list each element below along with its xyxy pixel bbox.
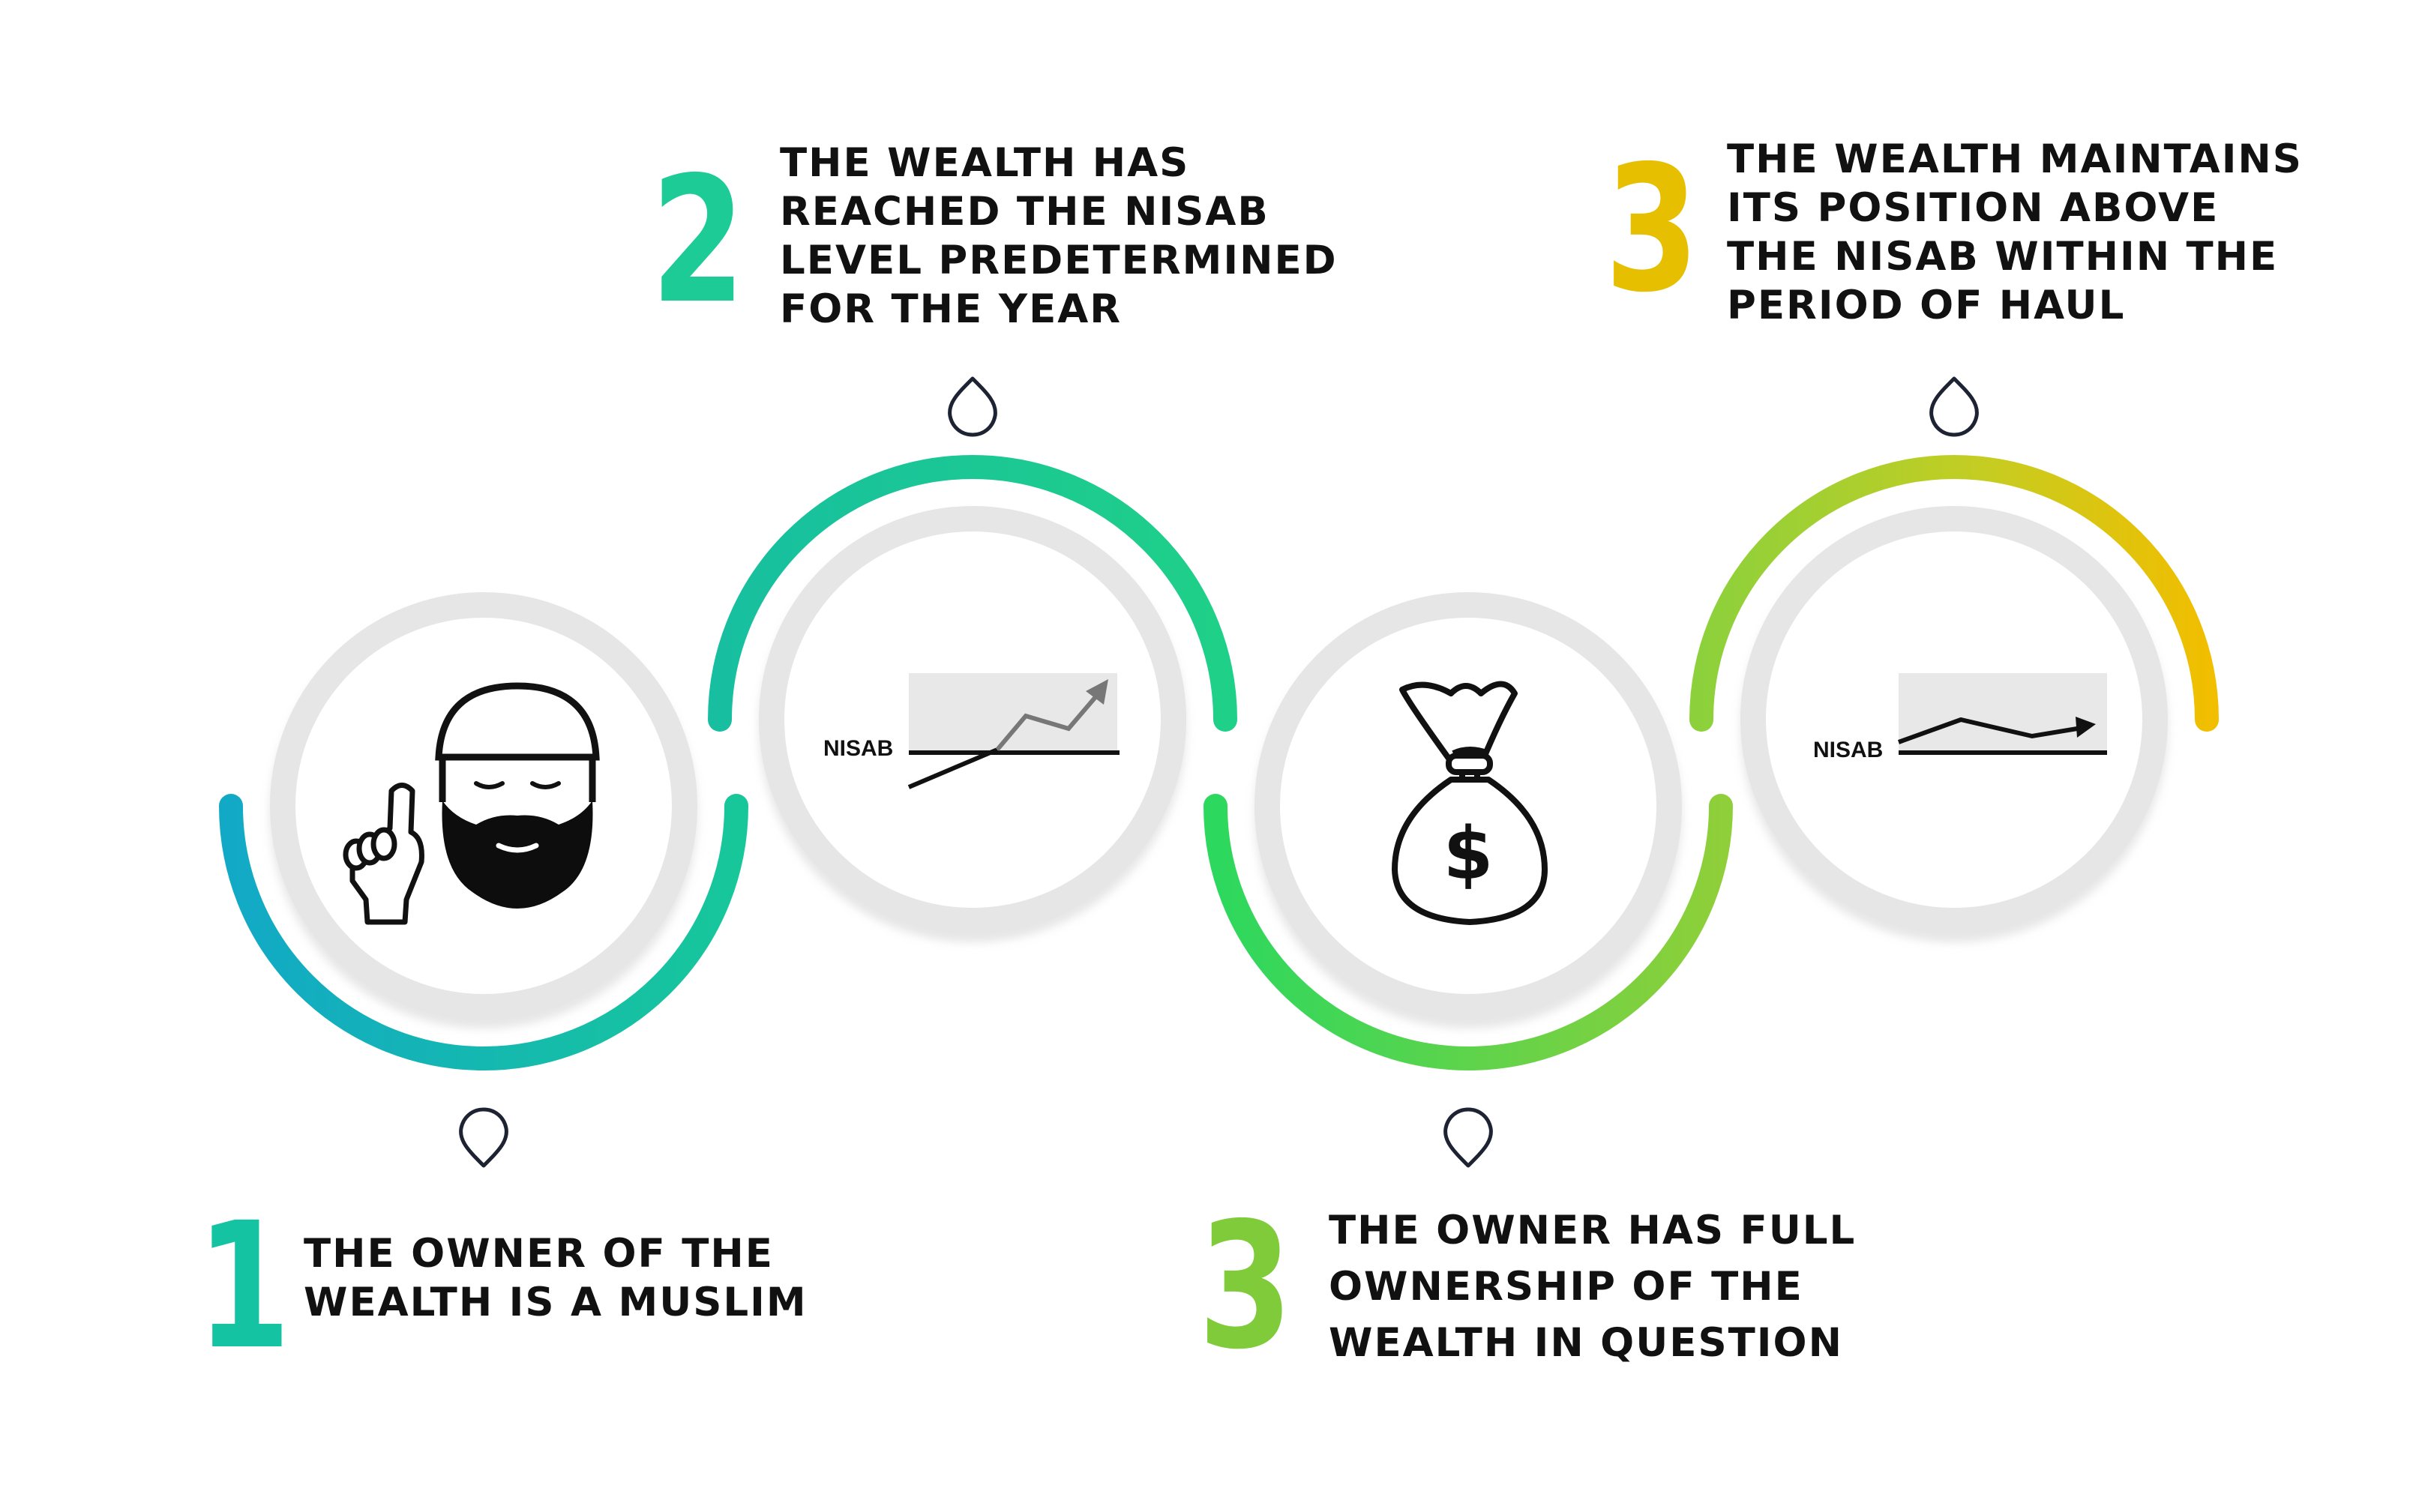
step-3-number: 3 (1198, 1185, 1293, 1388)
step-3-text: THE OWNER HAS FULL OWNERSHIP OF THE WEAL… (1329, 1208, 1857, 1366)
step-1-text: THE OWNER OF THE WEALTH IS A MUSLIM (304, 1231, 808, 1325)
chart-box (909, 673, 1117, 754)
location-pin-icon (948, 376, 997, 437)
step-4-arc (1689, 455, 2219, 732)
step-1-number: 1 (196, 1185, 291, 1388)
rising-chart-icon: NISAB (823, 673, 1120, 789)
nisab-label: NISAB (823, 736, 893, 761)
step-2-arc (708, 455, 1237, 732)
step-4-number: 3 (1605, 128, 1699, 331)
money-bag-icon: $ (1392, 681, 1548, 925)
location-pin-icon (1443, 1107, 1493, 1168)
step-2-text: THE WEALTH HAS REACHED THE NISAB LEVEL P… (780, 140, 1338, 332)
step-3-arc (1204, 794, 1733, 1070)
step-2-number: 2 (651, 139, 745, 342)
location-pin-icon (1929, 376, 1979, 437)
nisab-label: NISAB (1813, 738, 1883, 762)
chart-box (1899, 673, 2107, 754)
dollar-sign: $ (1443, 812, 1494, 896)
muslim-man-icon (343, 682, 600, 925)
steady-chart-icon: NISAB (1813, 673, 2107, 762)
location-pin-icon (459, 1107, 508, 1168)
step-4-text: THE WEALTH MAINTAINS ITS POSITION ABOVE … (1727, 136, 2303, 328)
step-1-arc (219, 794, 748, 1070)
